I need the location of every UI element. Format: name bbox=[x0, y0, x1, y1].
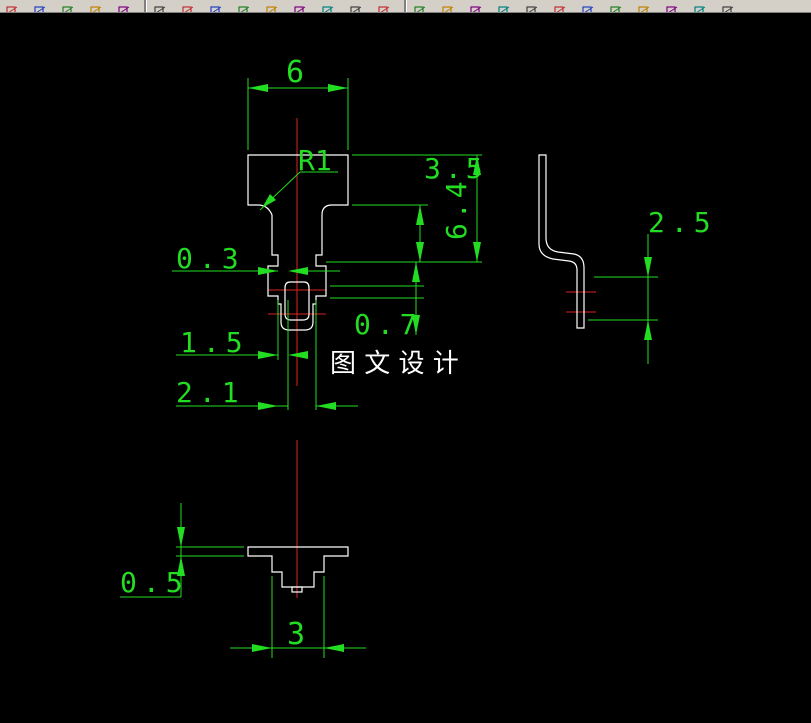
target-icon[interactable] bbox=[348, 1, 362, 12]
box-icon[interactable] bbox=[580, 1, 594, 12]
pan-icon[interactable] bbox=[4, 1, 18, 12]
pipe-icon[interactable] bbox=[264, 1, 278, 12]
dim-side-height: 2.5 bbox=[648, 206, 717, 239]
dim-top-width: 6 bbox=[286, 55, 304, 90]
bottom-view-outline bbox=[247, 546, 349, 588]
check-icon[interactable] bbox=[720, 1, 734, 12]
gear-icon[interactable] bbox=[320, 1, 334, 12]
slot-outline bbox=[284, 281, 310, 321]
dim-icon[interactable] bbox=[88, 1, 102, 12]
dim-fillet-radius: R1 bbox=[298, 144, 332, 177]
wrench-icon[interactable] bbox=[552, 1, 566, 12]
pen-icon[interactable] bbox=[664, 1, 678, 12]
watermark-text: 图 文 设 计 bbox=[330, 349, 459, 379]
bar-icon[interactable] bbox=[152, 1, 166, 12]
dim-neck-offset: 0.3 bbox=[176, 242, 245, 275]
side-view-outline bbox=[538, 154, 585, 329]
flag-icon[interactable] bbox=[524, 1, 538, 12]
cut-icon[interactable] bbox=[608, 1, 622, 12]
bars-icon[interactable] bbox=[376, 1, 390, 12]
dim-total-height: 6.4 bbox=[440, 177, 473, 240]
dim-bottom-width: 3 bbox=[287, 617, 305, 652]
dim-top-height: 3.5 bbox=[424, 152, 487, 185]
arc-icon[interactable] bbox=[236, 1, 250, 12]
plus-icon[interactable] bbox=[292, 1, 306, 12]
xmark-icon[interactable] bbox=[636, 1, 650, 12]
diag-icon[interactable] bbox=[496, 1, 510, 12]
slash-icon[interactable] bbox=[692, 1, 706, 12]
dim-slot-gap: 0.7 bbox=[354, 308, 423, 341]
cad-drawing-canvas[interactable]: 6 R1 3.5 6.4 0.3 0.7 1.5 2.1 2.5 0.5 3 图… bbox=[0, 13, 811, 723]
line-icon[interactable] bbox=[468, 1, 482, 12]
dim-plate-thickness: 0.5 bbox=[120, 566, 189, 599]
cad-toolbar bbox=[0, 0, 811, 13]
toolbar-separator bbox=[404, 0, 407, 12]
dim-slot-width: 1.5 bbox=[180, 326, 249, 359]
toolbar-separator bbox=[144, 0, 147, 12]
rect-icon[interactable] bbox=[208, 1, 222, 12]
circle-icon[interactable] bbox=[116, 1, 130, 12]
text-icon[interactable] bbox=[180, 1, 194, 12]
dim-stem-width: 2.1 bbox=[176, 376, 245, 409]
grid-icon[interactable] bbox=[32, 1, 46, 12]
front-view-outline bbox=[247, 154, 349, 331]
bottom-view-pin bbox=[291, 586, 303, 593]
layer-icon[interactable] bbox=[60, 1, 74, 12]
arrow-icon[interactable] bbox=[412, 1, 426, 12]
baseline-icon[interactable] bbox=[440, 1, 454, 12]
